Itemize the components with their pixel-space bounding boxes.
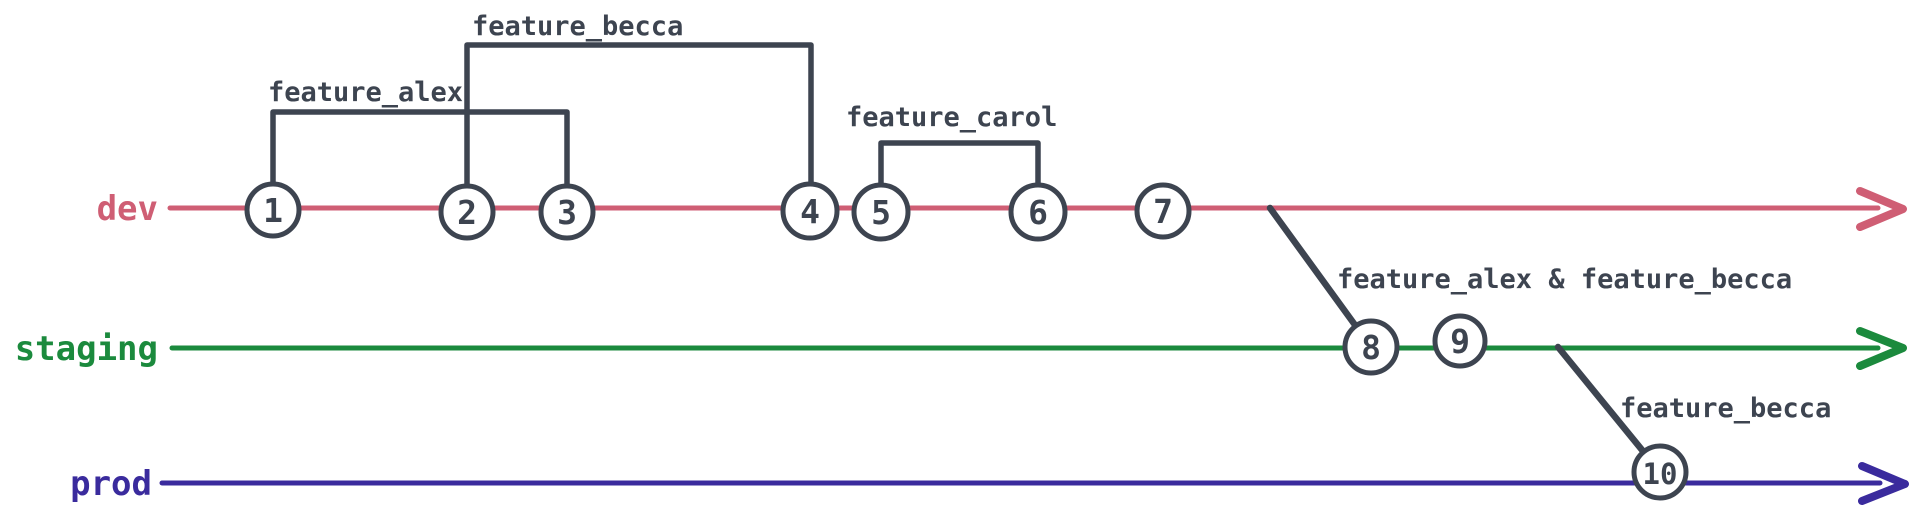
commit-circle-5 <box>851 182 911 242</box>
commit-circle-7 <box>1134 182 1192 240</box>
arrowhead-dev-icon <box>1856 187 1907 231</box>
commit-number-3: 3 <box>557 193 577 232</box>
branch-staging: staging <box>15 327 1907 370</box>
commit-node-2: 2 <box>438 183 496 241</box>
commit-node-7: 7 <box>1134 182 1192 240</box>
branch-dev: dev <box>97 187 1907 231</box>
commit-node-6: 6 <box>1008 182 1068 242</box>
commit-node-10: 10 <box>1631 443 1689 501</box>
commit-circle-10 <box>1631 443 1689 501</box>
label-feature-carol-bracket: feature_carol <box>846 102 1057 133</box>
commit-number-4: 4 <box>800 192 820 231</box>
branch-prod: prod <box>70 462 1909 505</box>
branch-label-prod: prod <box>70 464 152 504</box>
commit-circle-1 <box>244 181 302 239</box>
bracket-feature-becca <box>464 42 814 189</box>
feature-brackets <box>270 42 1041 189</box>
commit-number-5: 5 <box>871 193 891 232</box>
commit-circle-6 <box>1008 182 1068 242</box>
commit-circle-8 <box>1342 318 1400 376</box>
feature-labels: feature_becca feature_alex feature_carol… <box>268 11 1831 424</box>
bracket-feature-carol <box>878 140 1041 188</box>
commit-node-8: 8 <box>1342 318 1400 376</box>
commit-number-7: 7 <box>1153 192 1173 231</box>
label-feature-alex-bracket: feature_alex <box>268 77 463 108</box>
commit-node-1: 1 <box>244 181 302 239</box>
commit-number-2: 2 <box>457 193 477 232</box>
commit-number-8: 8 <box>1361 328 1381 367</box>
commits: 1 2 3 4 5 6 7 8 <box>244 181 1689 501</box>
commit-number-6: 6 <box>1028 193 1048 232</box>
bracket-feature-alex <box>270 109 570 189</box>
commit-number-9: 9 <box>1450 322 1470 361</box>
commit-node-5: 5 <box>851 182 911 242</box>
branch-label-staging: staging <box>15 329 158 369</box>
commit-circle-4 <box>780 181 840 241</box>
commit-circle-9 <box>1432 313 1488 369</box>
label-feature-becca-bracket: feature_becca <box>472 11 683 42</box>
commit-circle-2 <box>438 183 496 241</box>
commit-node-3: 3 <box>538 183 596 241</box>
merge-line-dev-to-staging <box>1266 204 1375 351</box>
commit-node-9: 9 <box>1432 313 1488 369</box>
branch-label-dev: dev <box>97 189 158 229</box>
commit-circle-3 <box>538 183 596 241</box>
commit-node-4: 4 <box>780 181 840 241</box>
label-merge-to-prod: feature_becca <box>1620 393 1831 424</box>
arrowhead-staging-icon <box>1856 327 1907 370</box>
arrowhead-prod-icon <box>1858 462 1909 505</box>
label-merge-to-staging: feature_alex & feature_becca <box>1337 264 1792 295</box>
commit-number-10: 10 <box>1643 457 1678 491</box>
commit-number-1: 1 <box>263 191 283 230</box>
